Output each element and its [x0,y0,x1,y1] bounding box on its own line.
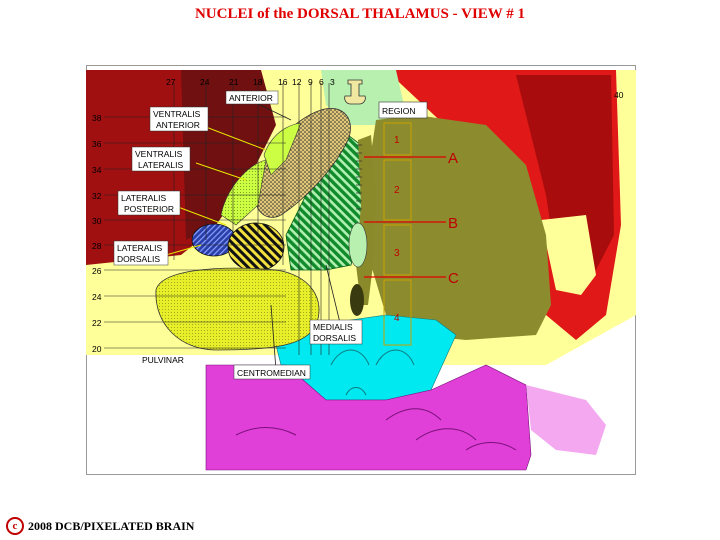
top-scale-6: 6 [319,77,324,87]
region-label-1: 1 [394,135,400,146]
top-scale-16: 16 [278,77,288,87]
lateralis-dorsalis-label-2: DORSALIS [117,254,160,264]
medialis-dorsalis-label-1: MEDIALIS [313,322,353,332]
pulvinar-nucleus [155,267,320,351]
top-scale-18: 18 [253,77,263,87]
region-label-4: 4 [394,313,400,324]
top-scale-3: 3 [330,77,335,87]
centromedian-label: CENTROMEDIAN [237,368,306,378]
region-header: REGION [382,106,416,116]
copyright-icon: c [6,517,24,535]
right-thalamus [366,115,551,340]
left-scale-28: 28 [92,241,102,251]
anterior-label: ANTERIOR [229,93,273,103]
ventralis-lateralis-label-1: VENTRALIS [135,149,183,159]
pons [205,364,532,471]
pons-pink [526,385,606,455]
section-letter-c: C [448,270,459,287]
ventralis-anterior-label-2: ANTERIOR [156,120,200,130]
midbrain-folds [330,349,415,396]
pons-folds [235,408,517,451]
left-scale-34: 34 [92,165,102,175]
left-scale-24: 24 [92,292,102,302]
region-box-3 [383,224,412,276]
ventralis-lateralis [220,159,267,226]
ventralis-anterior-label-1: VENTRALIS [153,109,201,119]
ventralis-anterior-label-box [149,106,209,132]
ventralis-lateralis-label-2: LATERALIS [138,160,184,170]
thalamus-diagram: REGION 1 2 3 4 A B C 27 24 21 18 16 12 9… [86,65,636,475]
lateralis-posterior [227,222,285,272]
region-box-1 [383,122,412,156]
ventralis-anterior [263,122,302,176]
medialis-dorsalis-label-box [309,319,363,345]
small-dark-nucleus [350,284,364,316]
right-scale-40: 40 [614,90,624,100]
left-scale-26: 26 [92,266,102,276]
top-scale-27: 27 [166,77,176,87]
lateralis-dorsalis-label-box [113,240,169,266]
centromedian-label-box [233,364,311,380]
leader-lines-dark [255,102,342,371]
top-scale-24: 24 [200,77,210,87]
right-cortex-dark [516,75,614,270]
footer-text: 2008 DCB/PIXELATED BRAIN [28,518,195,533]
ventralis-lateralis-label-box [131,146,191,172]
lateralis-posterior-label-1: LATERALIS [121,193,167,203]
leader-lines [165,126,267,256]
midline-notches [356,144,362,210]
coordinate-grid [104,83,330,355]
left-scale-32: 32 [92,191,102,201]
footer: c 2008 DCB/PIXELATED BRAIN [6,517,194,535]
region-box-4 [383,279,412,346]
anterior-label-box [225,90,279,105]
small-green-nucleus [348,222,368,268]
right-cortex-inner [541,215,596,295]
lateralis-posterior-label-2: POSTERIOR [124,204,174,214]
left-scale-38: 38 [92,113,102,123]
page-title: NUCLEI of the DORSAL THALAMUS - VIEW # 1 [194,6,526,22]
section-letter-a: A [448,150,458,167]
region-header-box [378,101,428,119]
left-scale-30: 30 [92,216,102,226]
top-scale-9: 9 [308,77,313,87]
left-scale-20: 20 [92,344,102,354]
top-scale-21: 21 [229,77,239,87]
top-scale-12: 12 [292,77,302,87]
lateralis-dorsalis-label-1: LATERALIS [117,243,163,253]
medialis-dorsalis-label-2: DORSALIS [313,333,356,343]
section-lines [364,156,446,278]
region-label-2: 2 [394,185,400,196]
pineal-icon [344,79,366,105]
region-label-3: 3 [394,248,400,259]
region-boxes [383,122,412,346]
left-scale-36: 36 [92,139,102,149]
left-scale-22: 22 [92,318,102,328]
region-box-2 [383,159,412,221]
section-letter-b: B [448,215,458,232]
pulvinar-label: PULVINAR [142,355,184,365]
lateralis-posterior-label-box [117,190,181,216]
